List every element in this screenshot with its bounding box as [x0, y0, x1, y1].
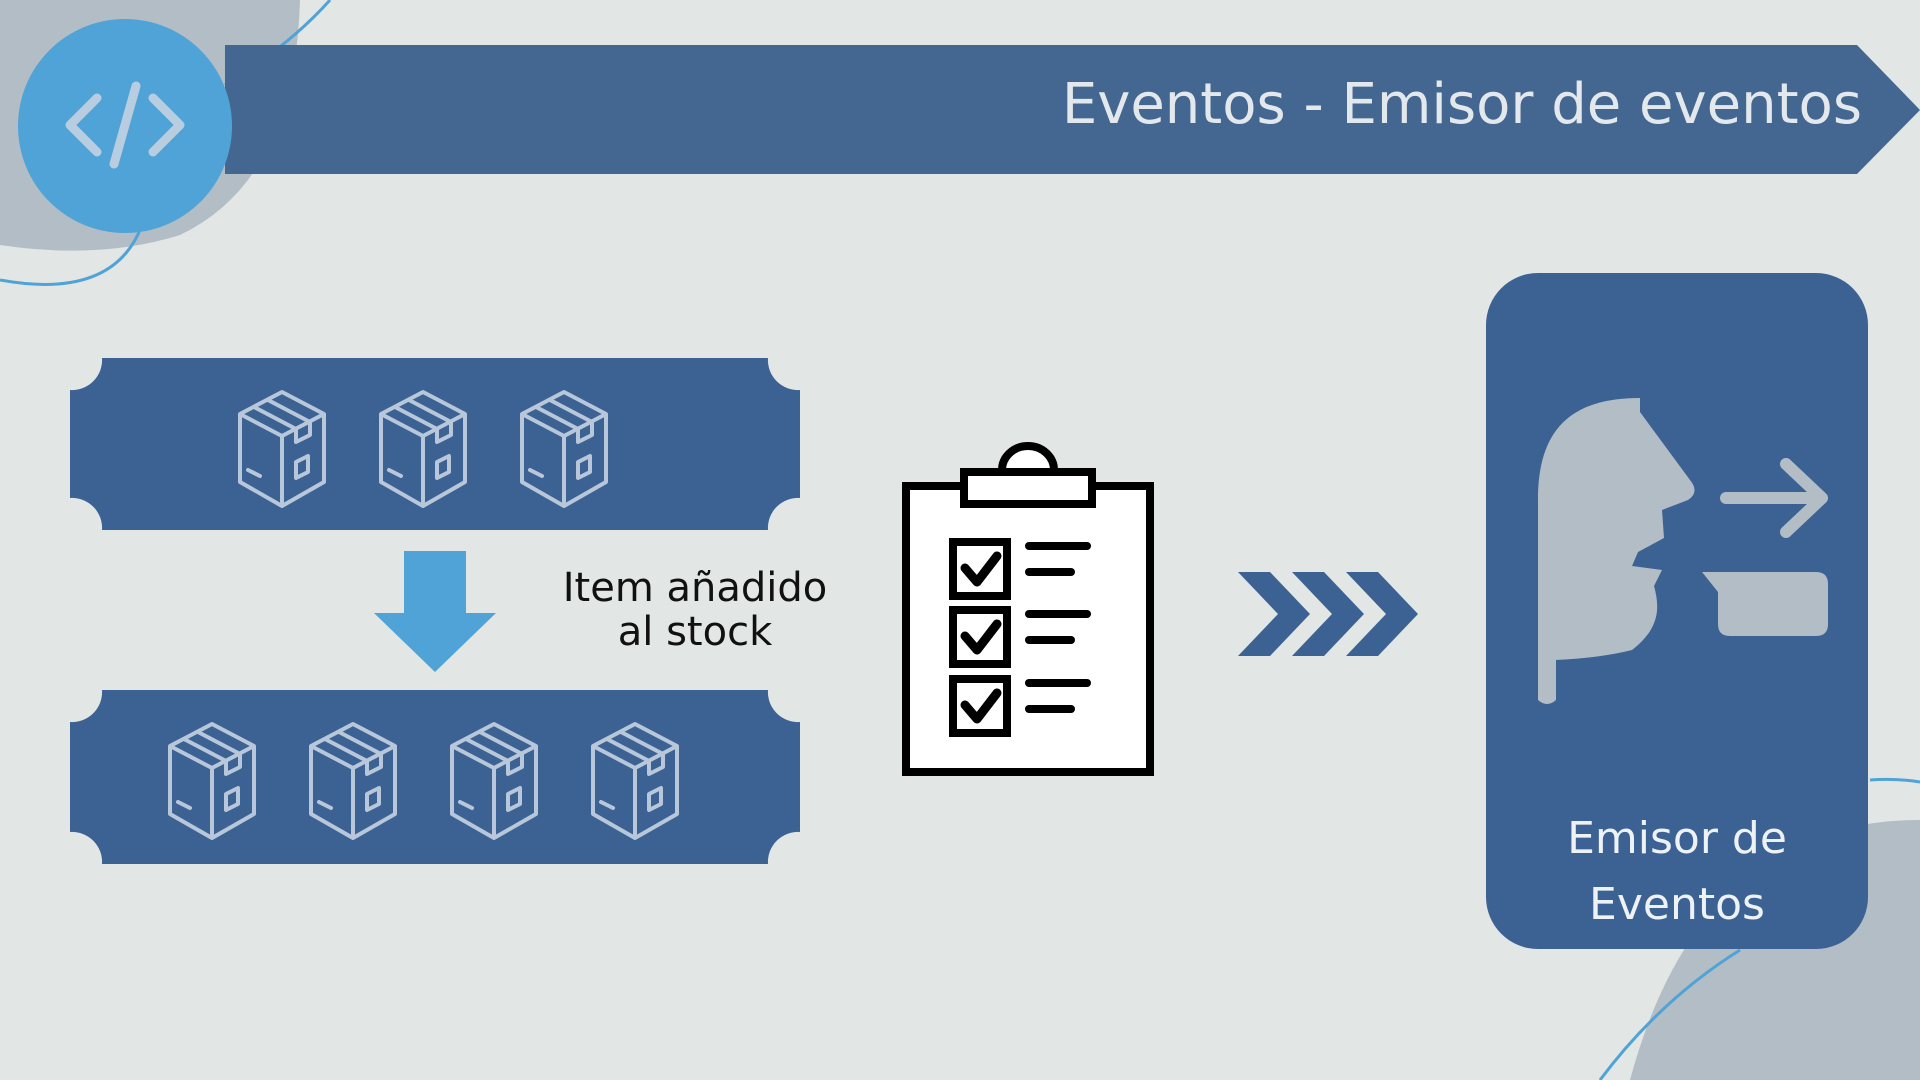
event-label-line1: Item añadido: [562, 565, 828, 611]
header-banner: [225, 45, 1920, 174]
event-label: Item añadido al stock: [505, 566, 885, 654]
arrow-down-icon: [374, 551, 496, 672]
emitter-label: Emisor de Eventos: [1486, 806, 1868, 938]
triple-chevron-right-icon: [1238, 572, 1418, 656]
event-label-line2: al stock: [617, 609, 773, 655]
checklist-clipboard-icon: [902, 442, 1154, 776]
emitter-label-line2: Eventos: [1589, 879, 1765, 930]
stock-before-panel: [70, 358, 800, 530]
emitter-label-line1: Emisor de: [1567, 813, 1787, 864]
speaking-head-icon: [1538, 398, 1828, 704]
page-title: Eventos - Emisor de eventos: [1061, 72, 1862, 137]
stock-after-panel: [70, 690, 800, 864]
decor-line-bottom-right: [1598, 777, 1920, 1080]
code-brackets-icon: [18, 19, 232, 233]
